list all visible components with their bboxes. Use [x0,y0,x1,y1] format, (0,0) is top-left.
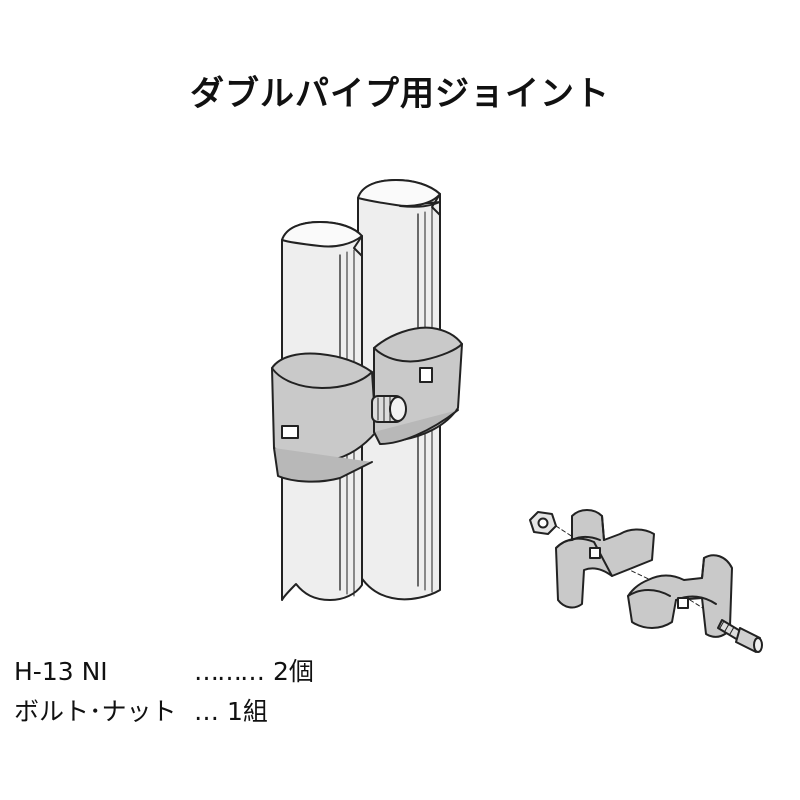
leader-dots: ……… [194,657,265,686]
leader-dots: … [194,697,219,726]
exploded-nut [529,511,557,535]
part-quantity: 1組 [227,697,268,726]
exploded-bolt [717,619,763,653]
double-pipe-joint-assembly-icon [271,179,463,601]
page-title: ダブルパイプ用ジョイント [190,74,610,114]
exploded-upper-clamp [555,509,655,609]
right-clamp [373,326,463,445]
joint-exploded-view-icon [529,509,763,653]
assembly-bolt [371,395,407,423]
part-name: ボルト･ナット [14,697,177,726]
parts-row: H-13 NI ……… 2個 [14,652,314,692]
part-name: H-13 NI [14,657,108,686]
part-quantity: 2個 [273,657,314,686]
exploded-lower-clamp [627,554,733,638]
parts-list: H-13 NI ……… 2個 ボルト･ナット … 1組 [14,652,314,732]
left-clamp [271,352,377,483]
parts-row: ボルト･ナット … 1組 [14,692,314,732]
